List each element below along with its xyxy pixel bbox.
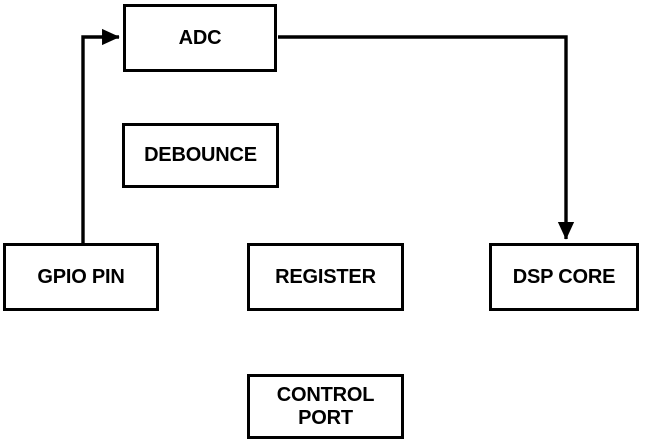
node-dsp-core[interactable]: DSP CORE	[489, 243, 639, 311]
node-debounce-label: DEBOUNCE	[144, 144, 257, 166]
node-register[interactable]: REGISTER	[247, 243, 404, 311]
node-register-label: REGISTER	[275, 265, 376, 288]
node-control-port-label: CONTROL PORT	[276, 383, 375, 429]
node-debounce[interactable]: DEBOUNCE	[122, 123, 279, 188]
node-adc[interactable]: ADC	[123, 4, 277, 72]
edge-adc-to-dsp-core	[278, 35, 575, 240]
node-gpio-pin-label: GPIO PIN	[37, 265, 125, 288]
edge-gpio-pin-to-adc	[81, 28, 120, 243]
node-dsp-core-label: DSP CORE	[512, 265, 616, 288]
node-adc-label: ADC	[178, 26, 222, 49]
node-control-port[interactable]: CONTROL PORT	[247, 374, 404, 439]
node-gpio-pin[interactable]: GPIO PIN	[3, 243, 159, 311]
